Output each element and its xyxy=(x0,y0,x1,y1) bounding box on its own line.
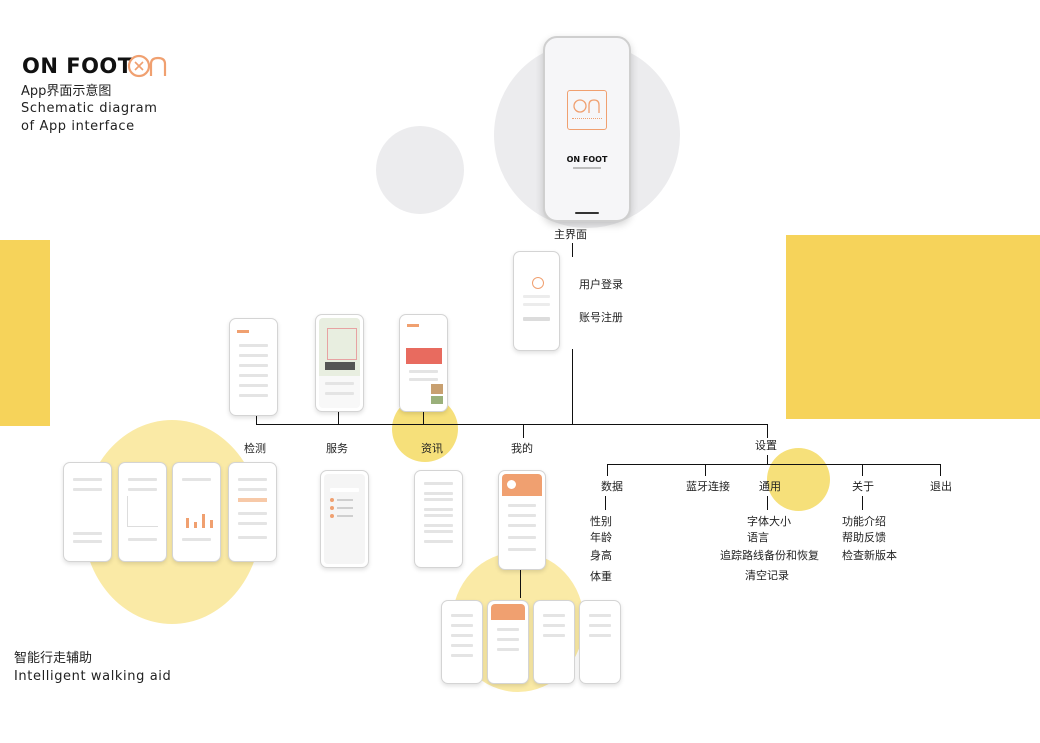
detect-chart-thumbnail xyxy=(118,462,167,562)
leaf-about: 检查新版本 xyxy=(842,549,897,562)
leaf-data: 身高 xyxy=(590,549,612,562)
connector xyxy=(862,464,863,476)
connector xyxy=(520,570,521,598)
connector xyxy=(940,464,941,476)
footer-cn: 智能行走辅助 xyxy=(14,651,93,666)
node-general: 通用 xyxy=(759,480,781,493)
leaf-about: 功能介绍 xyxy=(842,515,886,528)
node-about: 关于 xyxy=(852,480,874,493)
mine-sub-thumbnail xyxy=(533,600,575,684)
connector xyxy=(338,411,339,425)
title-en-line2: of App interface xyxy=(21,119,135,134)
splash-logo-dots xyxy=(572,118,602,122)
node-bluetooth: 蓝牙连接 xyxy=(686,480,730,493)
mine-sub-thumbnail xyxy=(441,600,483,684)
mine-profile-thumbnail xyxy=(498,470,546,570)
leaf-data: 年龄 xyxy=(590,531,612,544)
brand-name: ON FOOT xyxy=(22,54,133,78)
small-grey-circle xyxy=(376,126,464,214)
connector xyxy=(705,464,706,476)
footer-en: Intelligent walking aid xyxy=(14,669,172,684)
leaf-general: 字体大小 xyxy=(747,515,791,528)
mine-sub-thumbnail xyxy=(579,600,621,684)
login-screen-thumbnail xyxy=(513,251,560,351)
connector xyxy=(572,349,573,424)
splash-home-indicator xyxy=(575,212,599,214)
left-yellow-bar xyxy=(0,240,50,426)
leaf-data: 性别 xyxy=(590,515,612,528)
title-en-line1: Schematic diagram xyxy=(21,101,158,116)
connector xyxy=(523,424,524,438)
connector xyxy=(572,243,573,257)
connector xyxy=(767,455,768,465)
detect-steps-thumbnail xyxy=(172,462,221,562)
news-article-thumbnail xyxy=(414,470,463,568)
connector xyxy=(607,464,608,476)
connector xyxy=(256,424,768,425)
right-yellow-block xyxy=(786,235,1040,419)
node-logout: 退出 xyxy=(930,480,952,493)
node-login: 用户登录 xyxy=(579,278,623,291)
node-main: 主界面 xyxy=(554,228,587,241)
connector xyxy=(256,415,257,425)
leaf-about: 帮助反馈 xyxy=(842,531,886,544)
splash-phone: ON FOOT xyxy=(543,36,631,222)
leaf-general: 清空记录 xyxy=(745,569,789,582)
node-service: 服务 xyxy=(326,442,348,455)
leaf-general: 语言 xyxy=(747,531,769,544)
splash-brand: ON FOOT xyxy=(566,155,608,164)
node-news: 资讯 xyxy=(421,442,443,455)
connector xyxy=(862,496,863,510)
general-yellow-circle xyxy=(767,448,830,511)
mine-sub-thumbnail xyxy=(487,600,529,684)
splash-logo-icon xyxy=(567,90,607,130)
connector xyxy=(767,424,768,438)
news-feed-thumbnail xyxy=(399,314,448,412)
detect-heart-rate-thumbnail xyxy=(63,462,112,562)
leaf-data: 体重 xyxy=(590,570,612,583)
service-list-thumbnail xyxy=(320,470,369,568)
connector xyxy=(767,496,768,510)
node-mine: 我的 xyxy=(511,442,533,455)
node-register: 账号注册 xyxy=(579,311,623,324)
node-data: 数据 xyxy=(601,480,623,493)
connector xyxy=(605,496,606,510)
brand-logo-icon xyxy=(127,54,167,78)
node-settings: 设置 xyxy=(755,439,777,452)
detect-screen-thumbnail xyxy=(229,318,278,416)
leaf-general: 追踪路线备份和恢复 xyxy=(720,549,819,562)
splash-tagline-bar xyxy=(573,167,601,169)
title-cn: App界面示意图 xyxy=(21,84,112,99)
node-detect: 检测 xyxy=(244,442,266,455)
service-map-thumbnail xyxy=(315,314,364,412)
detect-detail-thumbnail xyxy=(228,462,277,562)
connector xyxy=(607,464,941,465)
connector xyxy=(423,411,424,425)
splash-logo-mark-icon xyxy=(573,99,600,113)
